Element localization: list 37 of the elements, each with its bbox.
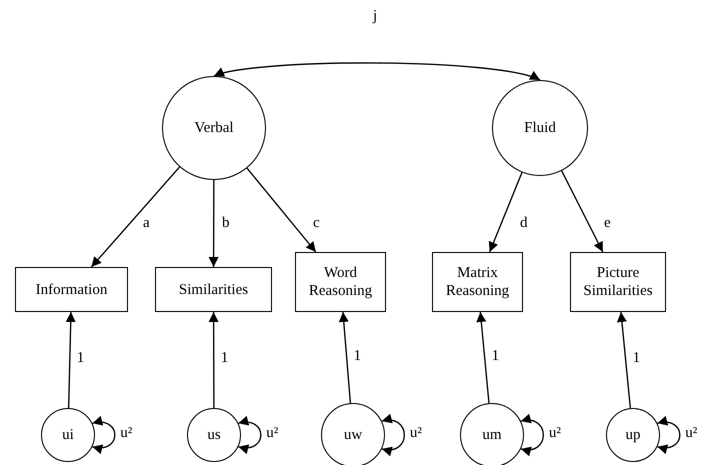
covariance-arrow	[214, 62, 540, 82]
node-label: us	[207, 426, 221, 444]
variance-loop-arrow	[92, 416, 116, 454]
node-label: Word Reasoning	[308, 264, 374, 300]
node-label: uw	[344, 426, 362, 444]
variance-loop-arrow	[382, 414, 405, 456]
path-arrow	[66, 312, 76, 408]
variance-loop-arrow	[657, 416, 680, 454]
latent-variable-circle	[606, 408, 660, 462]
path-arrow	[208, 180, 219, 267]
node-label: Fluid	[524, 119, 556, 137]
node-label: um	[482, 426, 502, 444]
node-label: ui	[62, 426, 74, 444]
node-label: Picture Similarities	[582, 264, 654, 300]
observed-variable-box	[15, 267, 128, 312]
path-arrow	[208, 312, 219, 408]
node-label: Verbal	[194, 119, 234, 137]
edge-label: j	[372, 8, 378, 24]
observed-variable-box	[570, 252, 666, 312]
path-arrow	[90, 166, 180, 268]
latent-variable-circle	[41, 408, 95, 462]
path-arrow	[616, 312, 632, 408]
variance-loop-arrow	[520, 414, 544, 456]
node-label: up	[626, 426, 640, 444]
node-label: Similarities	[178, 280, 248, 298]
path-arrow	[476, 312, 490, 404]
variance-loop-arrow	[238, 416, 262, 454]
path-arrow	[246, 168, 316, 252]
latent-variable-circle	[187, 408, 241, 462]
path-arrow	[338, 312, 352, 404]
path-arrow	[561, 170, 604, 252]
path-arrow	[488, 172, 523, 252]
node-label: Matrix Reasoning	[444, 264, 510, 300]
observed-variable-box	[432, 252, 523, 312]
observed-variable-box	[155, 267, 272, 312]
observed-variable-box	[295, 252, 386, 312]
node-label: Information	[36, 280, 108, 298]
